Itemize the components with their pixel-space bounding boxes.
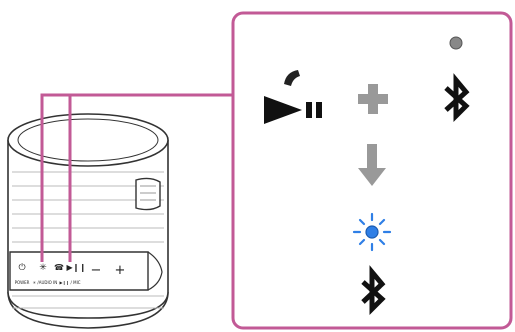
speaker-base — [7, 291, 169, 329]
volume-up-label: + — [115, 263, 126, 278]
power-button-label: ⏻ — [18, 262, 25, 273]
speaker-grille — [12, 171, 164, 309]
leader-line-bluetooth — [40, 93, 233, 262]
bluetooth-icon — [361, 265, 386, 316]
bluetooth-fine-print: ✳ /AUDIO IN — [33, 280, 58, 285]
power-fine-print: POWER — [15, 280, 30, 285]
step-1 — [264, 36, 470, 124]
bluetooth-icon — [444, 73, 470, 123]
down-arrow — [358, 144, 386, 186]
play-fine-print: ▶❙❙ / MIC — [59, 280, 80, 285]
volume-down-label: − — [91, 263, 102, 278]
speaker: ⏻ ✳ ☎ ▶❙❙ − + POWER ✳ /AUDIO IN ▶❙❙ / MI… — [7, 113, 169, 329]
bluetooth-button-label: ✳ — [39, 263, 47, 273]
speaker-top-inner — [17, 118, 159, 162]
speaker-top — [7, 113, 169, 167]
indicator-off-icon — [449, 36, 463, 50]
play-pause-icon — [264, 96, 322, 124]
play-button-label: ☎ ▶❙❙ — [54, 263, 86, 272]
call-handset-icon — [284, 70, 300, 86]
port-cover — [135, 177, 161, 211]
indicator-blinking-icon — [352, 212, 392, 252]
step-2 — [352, 212, 392, 316]
plus-operator — [358, 84, 388, 114]
leader-lines — [40, 93, 233, 262]
